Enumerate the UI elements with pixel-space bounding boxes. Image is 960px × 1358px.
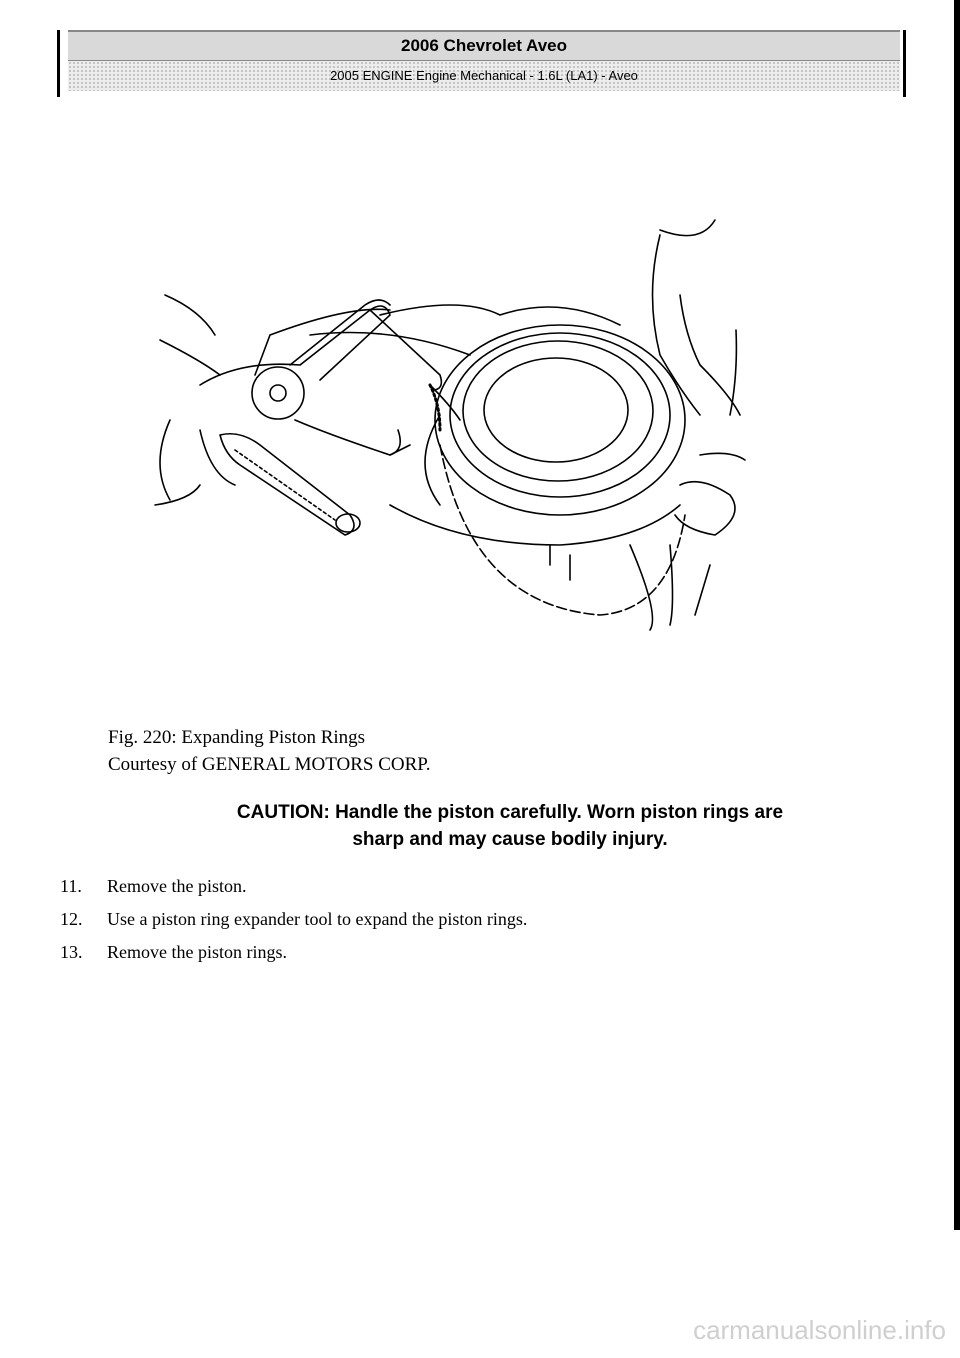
step-number: 12. <box>60 909 83 929</box>
step-text: Use a piston ring expander tool to expan… <box>107 909 528 929</box>
step-number: 13. <box>60 942 83 962</box>
list-item: 13. Remove the piston rings. <box>60 940 527 973</box>
figure-caption: Fig. 220: Expanding Piston Rings Courtes… <box>108 724 431 778</box>
page-border-right <box>903 30 906 97</box>
caution-line-2: sharp and may cause bodily injury. <box>352 829 668 850</box>
piston-ring-expander-illustration <box>154 219 746 631</box>
document-subtitle: 2005 ENGINE Engine Mechanical - 1.6L (LA… <box>68 61 900 91</box>
list-item: 12. Use a piston ring expander tool to e… <box>60 907 527 940</box>
step-text: Remove the piston rings. <box>107 942 287 962</box>
procedure-steps: 11. Remove the piston. 12. Use a piston … <box>60 874 527 973</box>
page-border-left <box>57 30 60 97</box>
list-item: 11. Remove the piston. <box>60 874 527 907</box>
expander-pivot <box>251 366 305 420</box>
document-title: 2006 Chevrolet Aveo <box>68 30 900 61</box>
step-number: 11. <box>60 876 82 896</box>
piston-ring-outer <box>434 324 686 516</box>
figure-caption-credit: Courtesy of GENERAL MOTORS CORP. <box>108 754 431 775</box>
piston-ring-inner <box>462 340 654 482</box>
caution-line-1: CAUTION: Handle the piston carefully. Wo… <box>236 802 784 823</box>
watermark: carmanualsonline.info <box>693 1315 946 1345</box>
piston-crown <box>483 357 629 463</box>
page-edge <box>954 0 960 1230</box>
piston-ring-middle <box>449 332 671 498</box>
step-text: Remove the piston. <box>107 876 247 896</box>
figure-caption-title: Fig. 220: Expanding Piston Rings <box>108 727 366 748</box>
caution-notice: CAUTION: Handle the piston carefully. Wo… <box>150 799 870 853</box>
